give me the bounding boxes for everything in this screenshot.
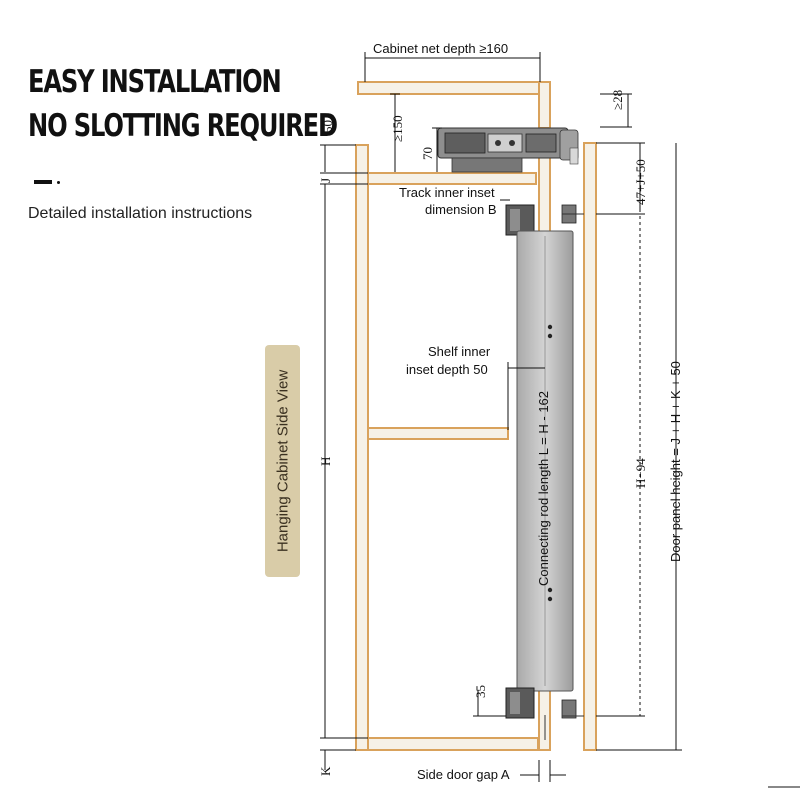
- dimension-lines: [320, 52, 682, 782]
- label-track-inset-2: dimension B: [425, 202, 497, 217]
- bottom-panel: [367, 737, 539, 751]
- upper-bracket: [505, 204, 584, 236]
- dim-28: ≥28: [610, 90, 625, 110]
- dim-J: J: [318, 178, 333, 183]
- label-door-panel-height: Door panel height = J + H + K + 50: [668, 361, 683, 562]
- side-view-badge: Hanging Cabinet Side View: [265, 345, 300, 577]
- dim-35: 35: [473, 685, 488, 698]
- label-track-inset-1: Track inner inset: [399, 185, 495, 200]
- left-side-panel: [355, 144, 369, 751]
- label-shelf-inset-1: Shelf inner: [428, 344, 491, 359]
- dim-K: K: [318, 766, 333, 776]
- dim-150: ≥150: [390, 115, 405, 142]
- subtitle: Detailed installation instructions: [28, 205, 253, 222]
- label-connecting-rod: Connecting rod length L = H - 162: [536, 391, 551, 586]
- decorative-dot: [57, 181, 60, 184]
- upper-shelf: [367, 172, 537, 185]
- decorative-dash: [34, 180, 52, 184]
- dim-70: 70: [420, 147, 435, 160]
- headline-line-1: EASY INSTALLATION: [28, 64, 282, 100]
- label-cabinet-net-depth: Cabinet net depth ≥160: [373, 41, 508, 56]
- door-panel: [583, 142, 597, 751]
- connecting-rod: [516, 230, 574, 692]
- lower-bracket: [505, 687, 584, 740]
- dim-47-J-50: 47+J+50: [633, 159, 648, 205]
- top-hinge-mechanism: [437, 127, 579, 173]
- top-panel-lip: [538, 81, 551, 129]
- dim-50: 50: [320, 120, 335, 133]
- diagram-labels: Cabinet net depth ≥160 Track inner inset…: [318, 41, 683, 782]
- dim-H-94: H−94: [633, 458, 648, 488]
- label-shelf-inset-2: inset depth 50: [406, 362, 488, 377]
- headline-line-2: NO SLOTTING REQUIRED: [28, 108, 338, 144]
- label-side-door-gap: Side door gap A: [417, 767, 510, 782]
- middle-shelf: [367, 427, 509, 440]
- top-panel: [357, 81, 542, 95]
- dim-H: H: [318, 457, 333, 466]
